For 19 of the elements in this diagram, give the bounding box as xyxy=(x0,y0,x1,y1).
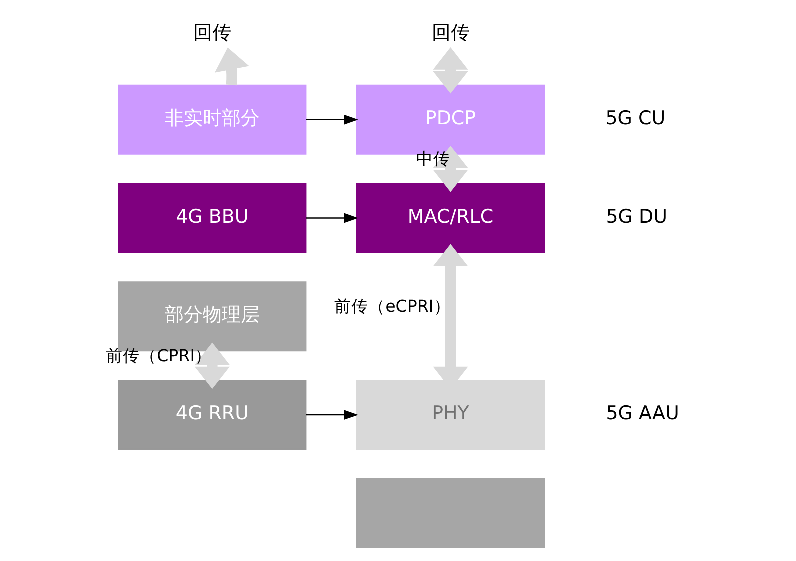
node-label: 5G AAU xyxy=(606,402,680,425)
node-box: PHY xyxy=(356,380,546,450)
node-label: 5G CU xyxy=(606,107,666,130)
node-box xyxy=(356,478,546,548)
arrow xyxy=(306,114,358,125)
edge-label: 前传（eCPRI） xyxy=(334,296,451,316)
node-box: 非实时部分 xyxy=(118,84,307,155)
node-text: 回传 xyxy=(432,22,470,44)
node-label: 5G DU xyxy=(606,206,668,228)
arrow xyxy=(306,213,358,224)
node-box: MAC/RLC xyxy=(356,183,546,254)
arrow xyxy=(214,48,250,86)
arrow xyxy=(433,146,468,192)
node-box: 4G RRU xyxy=(118,380,307,450)
arrow xyxy=(306,410,358,420)
arrow xyxy=(433,48,468,94)
arrow xyxy=(194,342,230,390)
node-box: 4G BBU xyxy=(118,183,307,254)
node-text: 回传 xyxy=(193,22,232,44)
